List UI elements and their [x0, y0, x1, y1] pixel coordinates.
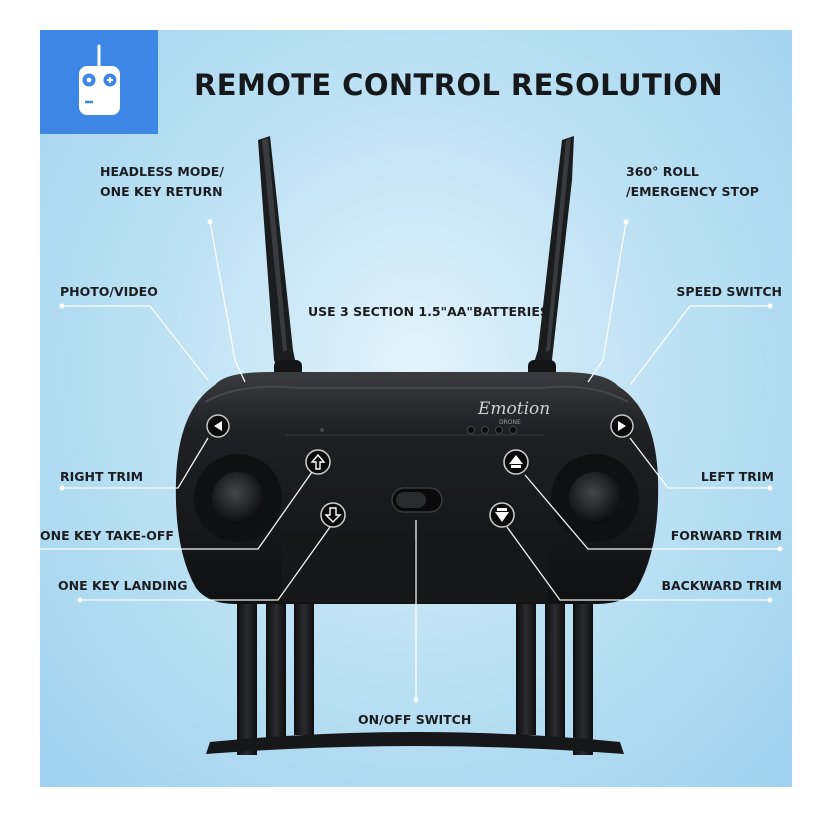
- remote-controller-illustration: Emotion DRONE: [175, 136, 659, 755]
- logo-box: [40, 30, 158, 134]
- label-photo-video: PHOTO/VIDEO: [60, 284, 158, 299]
- left-joystick: [194, 454, 282, 542]
- label-one-key-takeoff: ONE KEY TAKE-OFF: [40, 528, 174, 543]
- infographic-panel: REMOTE CONTROL RESOLUTION: [40, 30, 792, 787]
- right-joystick: [551, 454, 639, 542]
- label-right-trim: RIGHT TRIM: [60, 469, 144, 484]
- remote-controller-icon: [79, 44, 120, 115]
- label-left-trim: LEFT TRIM: [700, 469, 774, 484]
- indicator-leds: [320, 426, 517, 434]
- callout-lines: [40, 219, 783, 703]
- label-batteries: USE 3 SECTION 1.5"AA"BATTERIES: [308, 304, 549, 319]
- button-backward-trim: [489, 502, 515, 528]
- label-360-roll: 360° ROLL /EMERGENCY STOP: [626, 164, 759, 199]
- button-forward-trim: [503, 449, 529, 475]
- label-forward-trim: FORWARD TRIM: [670, 528, 782, 543]
- stand-legs: [206, 595, 624, 755]
- page-title: REMOTE CONTROL RESOLUTION: [194, 68, 724, 102]
- label-speed-switch: SPEED SWITCH: [676, 284, 782, 299]
- label-on-off-switch: ON/OFF SWITCH: [358, 712, 472, 727]
- button-landing: [320, 502, 346, 528]
- label-headless-mode: HEADLESS MODE/ ONE KEY RETURN: [100, 164, 224, 199]
- brand-sub: DRONE: [499, 419, 521, 426]
- label-backward-trim: BACKWARD TRIM: [661, 578, 782, 593]
- button-right-trim: [206, 414, 230, 438]
- label-one-key-landing: ONE KEY LANDING: [58, 578, 188, 593]
- brand-logo: Emotion: [477, 399, 550, 419]
- button-take-off: [305, 449, 331, 475]
- button-left-trim: [610, 414, 634, 438]
- power-switch: [391, 487, 443, 513]
